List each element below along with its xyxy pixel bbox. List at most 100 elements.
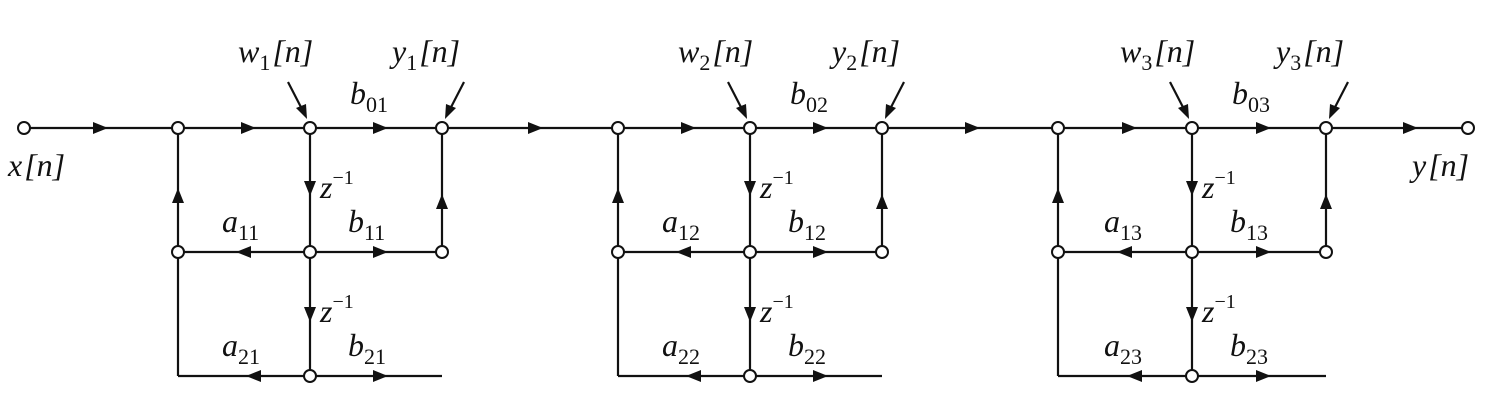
section-1-b1-label-base: b [348,203,364,239]
section-1-delay-label-2-superscript: −1 [332,291,353,313]
section-2-y-label-argument: [n] [859,33,900,69]
section-3-a1-arrow [1117,246,1132,258]
section-3-a2-label: a23 [1104,327,1142,369]
section-1-a1-label-base: a [222,203,238,239]
section-2-node-right-mid [875,245,889,259]
section-2-y-label-base: y [829,33,847,69]
section-2-a1-label-base: a [662,203,678,239]
section-3-b0-label-base: b [1232,75,1248,111]
section-3-b2-label-base: b [1230,327,1246,363]
section-1-y-label-subscript: 1 [406,50,417,75]
arrows-layer [93,104,1418,382]
section-2-a2-label-subscript: 22 [678,344,700,369]
nodes-layer [17,121,1475,383]
section-3-b0-label: b03 [1232,75,1270,117]
section-2-input-arrow [681,122,696,134]
input-label-argument: [n] [24,147,65,183]
section-2-w-label-argument: [n] [712,33,753,69]
output-node [1461,121,1475,135]
section-3-delay-label-1: z−1 [1201,167,1236,205]
section-2-b1-label-base: b [788,203,804,239]
section-1-y-label-base: y [389,33,407,69]
section-2-b2-label: b22 [788,327,826,369]
input-node [17,121,31,135]
input-branch-arrow [93,122,108,134]
section-2-delay-label-1: z−1 [759,167,794,205]
section-3-b1-label-subscript: 13 [1246,220,1268,245]
section-1-a2-label: a21 [222,327,260,369]
section-1-b2-label-subscript: 21 [364,344,386,369]
section-1-b0-label: b01 [350,75,388,117]
section-3-node-y [1319,121,1333,135]
section-1-node-right-mid [435,245,449,259]
section-1-delay-arrow-2 [304,307,316,322]
section-1-node-delay-1 [303,245,317,259]
section-1-y-label-argument: [n] [419,33,460,69]
section-3-b2-label: b23 [1230,327,1268,369]
section-2-b2-label-base: b [788,327,804,363]
section-2-b0-label-subscript: 02 [806,92,828,117]
section-1-left-up-arrow-1 [172,188,184,203]
section-1-w-label: w1[n] [238,33,313,75]
section-1-a2-arrow [246,370,261,382]
input-label: x[n] [7,147,65,183]
section-2-delay-label-2: z−1 [759,291,794,329]
section-1-delay-label-1: z−1 [319,167,354,205]
section-2-y-label-subscript: 2 [846,50,857,75]
section-1-node-y [435,121,449,135]
section-2-delay-label-1-base: z [759,169,773,205]
section-3-a2-label-subscript: 23 [1120,344,1142,369]
section-3-a1-label-subscript: 13 [1120,220,1142,245]
output-label-base: y [1409,147,1427,183]
section-2-node-y [875,121,889,135]
connect-1-2-arrow [528,122,543,134]
section-2-a2-arrow [686,370,701,382]
section-2-right-up-arrow [876,194,888,209]
section-3-node-w [1185,121,1199,135]
section-3-y-label: y3[n] [1273,33,1344,75]
section-3-node-right-mid [1319,245,1333,259]
section-1-b2-label-base: b [348,327,364,363]
section-1-b0-arrow [373,122,388,134]
section-3-w-pointer-head [1178,104,1189,119]
output-label-argument: [n] [1428,147,1469,183]
section-2-w-label-base: w [678,33,700,69]
section-1-b0-label-base: b [350,75,366,111]
section-2-delay-label-1-superscript: −1 [772,167,793,189]
section-3-b1-arrow [1256,246,1271,258]
section-2-a1-arrow [676,246,691,258]
section-3-b1-label: b13 [1230,203,1268,245]
section-1-w-pointer-head [296,104,307,119]
section-1-b1-label-subscript: 11 [364,220,385,245]
section-3-a1-label: a13 [1104,203,1142,245]
section-3-a2-arrow [1127,370,1142,382]
section-1-delay-label-1-superscript: −1 [332,167,353,189]
section-3-b2-arrow [1256,370,1271,382]
section-3-b2-label-subscript: 23 [1246,344,1268,369]
section-2-delay-label-2-base: z [759,293,773,329]
section-3-w-label: w3[n] [1120,33,1195,75]
section-2-b0-arrow [813,122,828,134]
section-2-a2-label: a22 [662,327,700,369]
section-1-b1-arrow [373,246,388,258]
section-1-input-arrow [241,122,256,134]
section-1-w-label-base: w [238,33,260,69]
section-3-w-label-base: w [1120,33,1142,69]
section-1-node-left-top [171,121,185,135]
section-3-delay-label-2: z−1 [1201,291,1236,329]
section-2-a1-label: a12 [662,203,700,245]
section-3-node-left-top [1051,121,1065,135]
section-1-w-label-subscript: 1 [259,50,270,75]
section-3-input-arrow [1122,122,1137,134]
section-2-left-up-arrow-1 [612,188,624,203]
section-1-node-w [303,121,317,135]
section-2-b0-label: b02 [790,75,828,117]
section-1-right-up-arrow [436,194,448,209]
section-3-a1-label-base: a [1104,203,1120,239]
section-1-a1-label: a11 [222,203,259,245]
section-3-b0-label-subscript: 03 [1248,92,1270,117]
section-2-delay-label-2-superscript: −1 [772,291,793,313]
section-3-node-left-mid [1051,245,1065,259]
section-1-b0-label-subscript: 01 [366,92,388,117]
